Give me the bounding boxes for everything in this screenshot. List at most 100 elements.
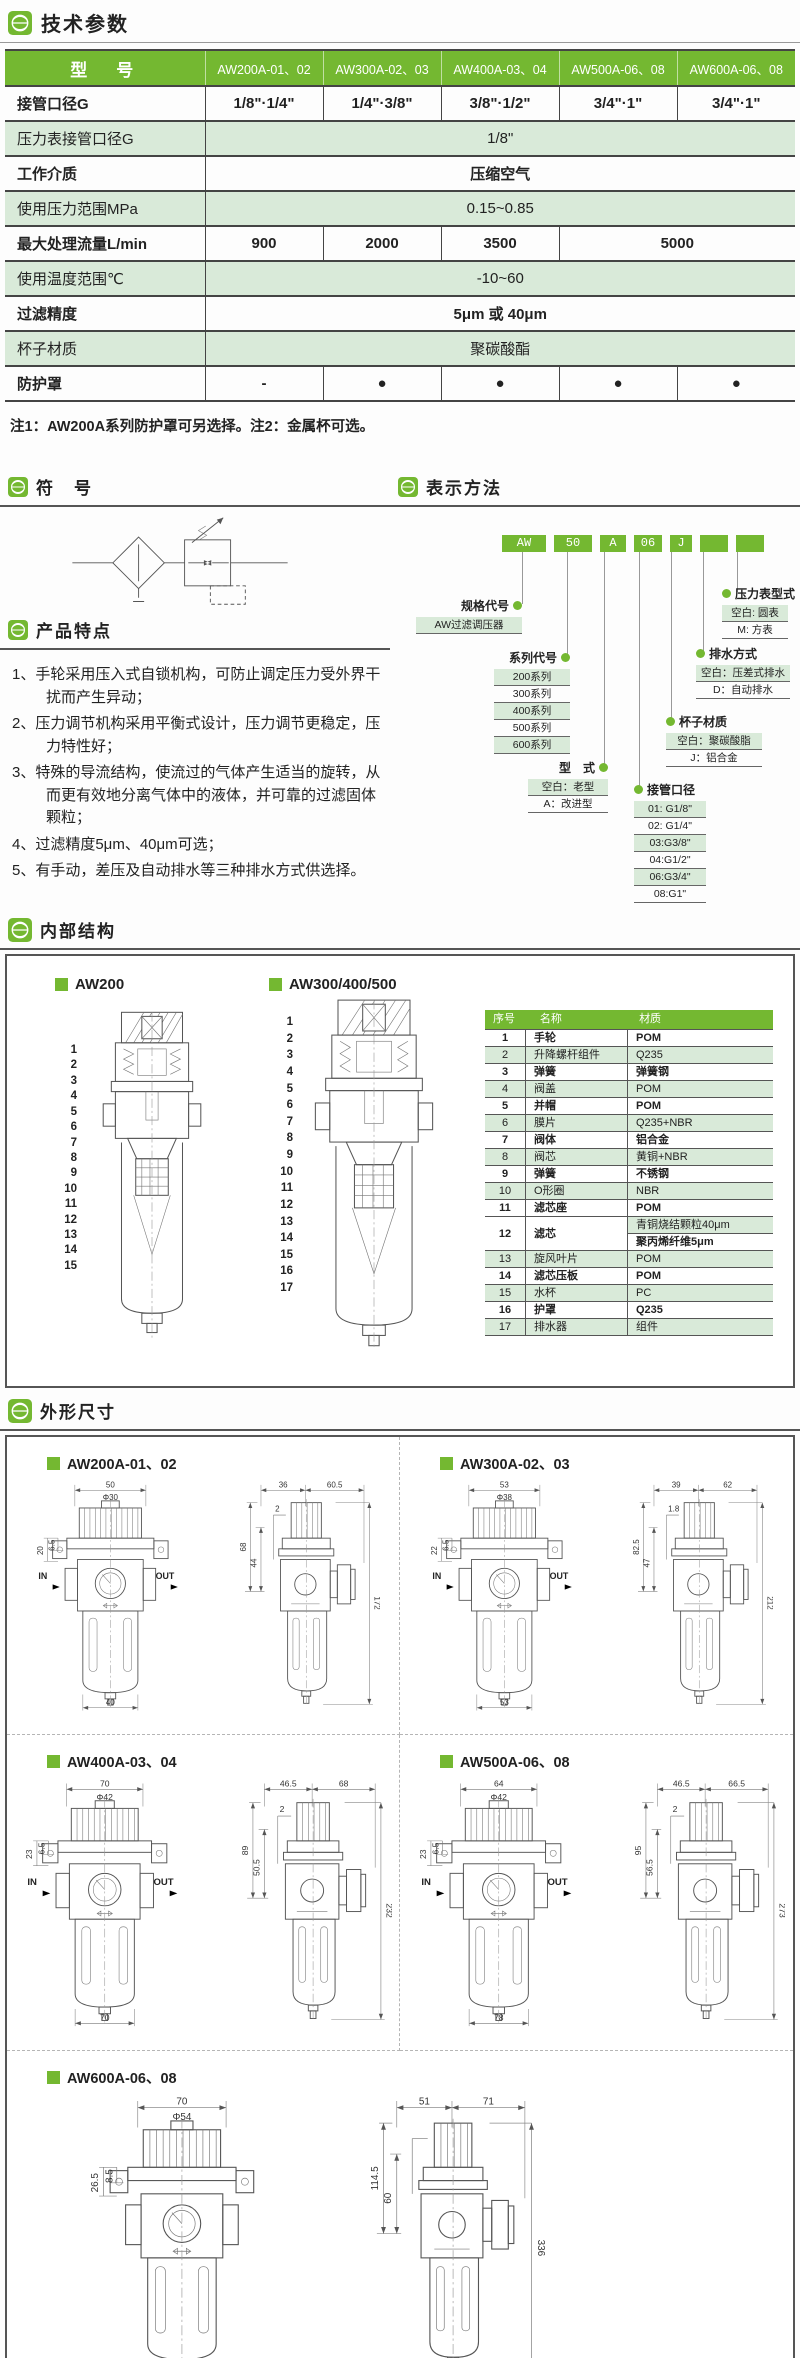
panel-title-text: AW500A-06、08 — [460, 1755, 570, 1771]
part-material: 不锈钢 — [627, 1166, 773, 1182]
part-number: 13 — [498, 1253, 512, 1265]
part-material: 黄铜+NBR — [627, 1149, 773, 1165]
code-option: 空白: 圆表 — [722, 605, 788, 622]
cell: ● — [322, 365, 441, 402]
row-label: 工作介质 — [5, 155, 206, 192]
dim-side-top2: 71 — [483, 2096, 495, 2107]
leader-line — [604, 552, 605, 766]
dim-side-top1: 51 — [419, 2096, 431, 2107]
code-option: 200系列 — [494, 669, 570, 686]
internal-section-header: 内部结构 — [0, 915, 800, 950]
part-material-primary: POM — [636, 1100, 662, 1112]
dimension-panel: AW400A-03、04 — [7, 1735, 400, 2051]
part-material-primary: 弹簧钢 — [636, 1066, 669, 1078]
section-icon — [8, 917, 32, 942]
callout-number: 2 — [286, 1032, 293, 1045]
code-option: 01: G1/8" — [634, 801, 706, 818]
part-name: 膜片 — [525, 1115, 627, 1131]
cell: - — [205, 365, 323, 402]
outlet-marker: OUT — [549, 1571, 572, 1590]
parts-table-row: 9 弹簧 不锈钢 — [485, 1165, 773, 1182]
outlet-marker: OUT — [547, 1877, 571, 1897]
code-option: 02: G1/4" — [634, 818, 706, 835]
row-label: 杯子材质 — [5, 330, 206, 367]
dim-left-outer: 22 — [430, 1546, 439, 1555]
callout-number: 1 — [70, 1044, 77, 1056]
part-number: 14 — [498, 1270, 512, 1282]
cell: 900 — [205, 225, 323, 262]
parts-table-row: 11 滤芯座 POM — [485, 1199, 773, 1216]
ordering-code-diagram: AW 50 A 06 J — [390, 507, 800, 909]
dim-knob-diameter: Φ30 — [103, 1493, 119, 1502]
green-square-icon — [269, 978, 282, 991]
dim-left-outer: 23 — [24, 1849, 34, 1859]
cell: 1/4"·3/8" — [322, 85, 441, 122]
part-number: 12 — [498, 1227, 512, 1240]
spec-row-cup: 杯子材质 聚碳酸酯 — [5, 330, 795, 367]
part-material-primary: POM — [636, 1083, 662, 1095]
code-option: 600系列 — [494, 737, 570, 754]
part-material-primary: Q235 — [636, 1049, 663, 1061]
spec-table: 型 号 AW200A-01、02 AW300A-02、03 AW400A-03、… — [5, 49, 795, 402]
feature-item: 2、压力调节机构采用平衡式设计，压力调节更稳定，压力特性好； — [12, 715, 381, 755]
parts-table-row: 1 手轮 POM — [485, 1029, 773, 1046]
dimension-panels: AW200A-01、02 — [5, 1435, 795, 2358]
part-number: 3 — [501, 1066, 509, 1078]
code-option: 400系列 — [494, 703, 570, 720]
parts-table-row: 6 膜片 Q235+NBR — [485, 1114, 773, 1131]
code-option: 03:G3/8" — [634, 835, 706, 852]
dim-total-height: 232 — [384, 1903, 392, 1918]
callout-number: 15 — [280, 1248, 293, 1261]
row-label: 防护罩 — [5, 365, 206, 402]
features-section-header: 产品特点 — [0, 615, 390, 650]
part-material: POM — [627, 1200, 773, 1216]
code-section-header: 表示方法 — [390, 472, 800, 507]
callout-number: 14 — [64, 1244, 77, 1257]
part-number: 1 — [501, 1032, 509, 1044]
dim-knob-diameter: Φ38 — [496, 1493, 512, 1502]
code-column: 表示方法 AW 50 A 06 J — [390, 472, 800, 909]
diagram-label-text: AW300/400/500 — [289, 976, 397, 993]
parts-table-row: 3 弹簧 弹簧钢 — [485, 1063, 773, 1080]
part-material: PC — [627, 1285, 773, 1301]
green-square-icon — [47, 1457, 60, 1470]
in-label: IN — [421, 1877, 431, 1888]
part-name: 旋风叶片 — [525, 1251, 627, 1267]
pneumatic-symbol-diagram — [0, 507, 390, 615]
callout-number: 12 — [64, 1213, 77, 1226]
cell: ● — [440, 365, 559, 402]
part-number: 17 — [498, 1321, 512, 1333]
header-no: 序号 — [493, 1013, 515, 1025]
part-material: 铝合金 — [627, 1132, 773, 1148]
front-view-drawing: 64 Φ42 23 6.5 IN OUT 78 — [418, 1778, 571, 2027]
parts-table-row: 13 旋风叶片 POM — [485, 1250, 773, 1267]
part-number: 9 — [501, 1168, 509, 1180]
callout-number: 8 — [70, 1151, 77, 1164]
dim-top-width: 64 — [494, 1778, 504, 1788]
out-label: OUT — [154, 1877, 174, 1888]
part-material-primary: 铝合金 — [636, 1134, 669, 1146]
part-number: 11 — [499, 1202, 511, 1214]
dim-side-top1: 46.5 — [279, 1778, 296, 1788]
green-square-icon — [55, 978, 68, 991]
spec-header-aw400: AW400A-03、04 — [440, 49, 559, 87]
part-name: 水杯 — [525, 1285, 627, 1301]
dim-knob-diameter: Φ42 — [490, 1792, 507, 1802]
section-icon — [8, 1398, 32, 1423]
code-segment — [700, 535, 728, 552]
symbol-section-title: 符 号 — [36, 479, 93, 498]
row-label: 使用温度范围℃ — [5, 260, 206, 297]
callout-number: 9 — [70, 1167, 77, 1180]
code-segments: AW 50 A 06 J — [502, 535, 764, 552]
callout-number: 17 — [280, 1282, 293, 1294]
callout-number: 5 — [70, 1105, 77, 1118]
drawing-views: 64 Φ42 23 6.5 IN OUT 78 — [400, 1774, 793, 2030]
aw200-cross-section — [102, 1011, 202, 1338]
dimension-panel-title: AW200A-01、02 — [47, 1453, 399, 1474]
spec-row-port: 接管口径G 1/8"·1/4" 1/4"·3/8" 3/8"·1/2" 3/4"… — [5, 85, 795, 122]
drawing-views: 70 Φ42 23 6.5 IN OUT 70 — [7, 1774, 399, 2030]
inlet-marker: IN — [26, 1877, 51, 1897]
row-label: 接管口径G — [5, 85, 206, 122]
callout-number: 11 — [64, 1198, 77, 1211]
